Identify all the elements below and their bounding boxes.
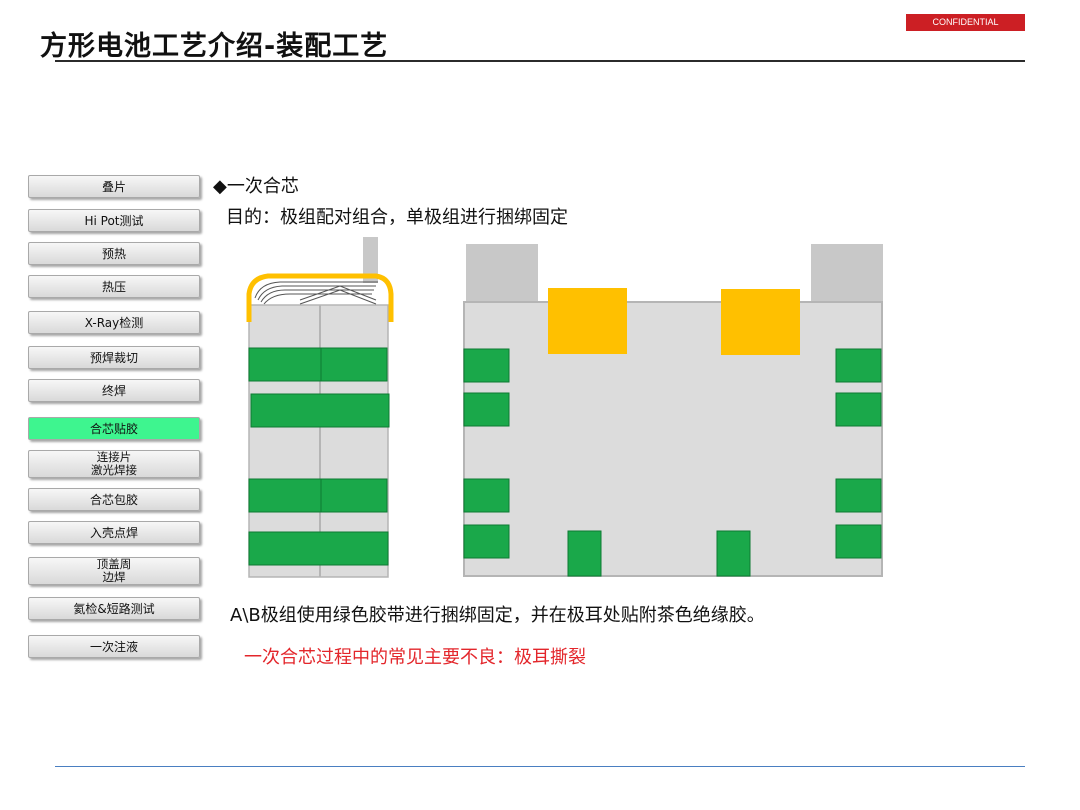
step-button[interactable]: Hi Pot测试 bbox=[28, 209, 200, 232]
step-button[interactable]: 终焊 bbox=[28, 379, 200, 402]
green-tape bbox=[248, 347, 322, 382]
step-button-active[interactable]: 合芯贴胶 bbox=[28, 417, 200, 440]
step-button[interactable]: 叠片 bbox=[28, 175, 200, 198]
right-tab bbox=[811, 244, 883, 302]
green-tape bbox=[463, 478, 510, 513]
green-tape bbox=[248, 531, 389, 566]
yellow-insulation-tape bbox=[721, 289, 800, 355]
step-button[interactable]: 预焊裁切 bbox=[28, 346, 200, 369]
foil-line bbox=[299, 285, 377, 301]
green-tape bbox=[716, 530, 751, 577]
green-tape bbox=[835, 478, 882, 513]
title-divider bbox=[55, 60, 1025, 62]
foil-line bbox=[254, 281, 378, 299]
step-button[interactable]: 合芯包胶 bbox=[28, 488, 200, 511]
green-tape bbox=[320, 347, 388, 382]
step-button[interactable]: 热压 bbox=[28, 275, 200, 298]
confidential-badge: CONFIDENTIAL bbox=[906, 14, 1025, 31]
purpose-text: 目的：极组配对组合，单极组进行捆绑固定 bbox=[226, 207, 568, 228]
page-title: 方形电池工艺介绍-装配工艺 bbox=[40, 31, 389, 62]
footer-divider bbox=[55, 766, 1025, 767]
foil-line bbox=[257, 285, 376, 301]
left-tab bbox=[466, 244, 538, 302]
foil-line bbox=[263, 293, 372, 305]
side-tab bbox=[363, 237, 378, 283]
description-text: A\B极组使用绿色胶带进行捆绑固定，并在极耳处贴附茶色绝缘胶。 bbox=[230, 605, 765, 626]
green-tape bbox=[463, 524, 510, 559]
yellow-insulation-tape bbox=[548, 288, 627, 354]
step-button[interactable]: X-Ray检测 bbox=[28, 311, 200, 334]
green-tape bbox=[567, 530, 602, 577]
green-tape bbox=[248, 478, 322, 513]
step-button[interactable]: 顶盖周 边焊 bbox=[28, 557, 200, 585]
green-tape bbox=[463, 392, 510, 427]
green-tape bbox=[250, 393, 390, 428]
side-view-cell bbox=[246, 237, 394, 578]
front-view-cell bbox=[463, 244, 883, 577]
yellow-insulation-wrap bbox=[246, 273, 394, 322]
step-button[interactable]: 入壳点焊 bbox=[28, 521, 200, 544]
green-tape bbox=[320, 478, 388, 513]
green-tape bbox=[463, 348, 510, 383]
defect-text: 一次合芯过程中的常见主要不良：极耳撕裂 bbox=[244, 647, 586, 668]
foil-line bbox=[260, 289, 374, 303]
step-button[interactable]: 一次注液 bbox=[28, 635, 200, 658]
green-tape bbox=[835, 392, 882, 427]
cell-body bbox=[463, 301, 883, 577]
step-button[interactable]: 连接片 激光焊接 bbox=[28, 450, 200, 478]
step-button[interactable]: 氦检&短路测试 bbox=[28, 597, 200, 620]
section-heading: ◆一次合芯 bbox=[213, 176, 299, 197]
foil-line bbox=[299, 289, 377, 305]
green-tape bbox=[835, 348, 882, 383]
green-tape bbox=[835, 524, 882, 559]
step-button[interactable]: 预热 bbox=[28, 242, 200, 265]
